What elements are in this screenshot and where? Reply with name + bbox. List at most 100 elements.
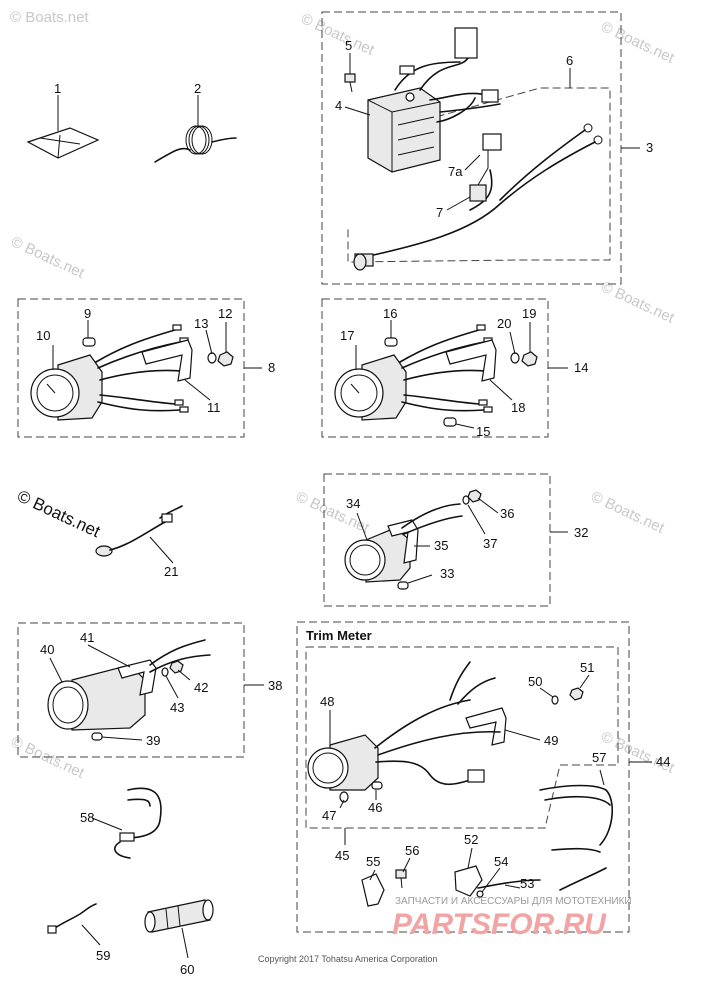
callout-55: 55 [366, 854, 380, 869]
part-6-harness [353, 123, 603, 271]
callout-45: 45 [335, 848, 349, 863]
callout-40: 40 [40, 642, 54, 657]
watermark: © Boats.net [8, 733, 87, 782]
part-38-wires [91, 639, 211, 741]
watermark: © Boats.net [598, 728, 677, 777]
callout-35: 35 [434, 538, 448, 553]
leader-lines [49, 53, 652, 959]
callout-56: 56 [405, 843, 419, 858]
part-44-harness [339, 661, 584, 803]
part-49-bracket [465, 707, 507, 746]
callout-17: 17 [340, 328, 354, 343]
group-box-44 [296, 621, 630, 933]
callout-36: 36 [500, 506, 514, 521]
callout-44: 44 [656, 754, 670, 769]
callout-33: 33 [440, 566, 454, 581]
part-34-gauge [344, 527, 411, 583]
group-box-6 [347, 87, 611, 263]
part-21-sensor-wire [95, 505, 183, 557]
callout-46: 46 [368, 800, 382, 815]
trim-meter-title: Trim Meter [306, 628, 372, 643]
part-9-bulb [82, 337, 96, 347]
watermark: © Boats.net [298, 10, 377, 59]
callout-10: 10 [36, 328, 50, 343]
watermark: © Boats.net [588, 488, 667, 537]
callout-41: 41 [80, 630, 94, 645]
callout-49: 49 [544, 733, 558, 748]
callout-39: 39 [146, 733, 160, 748]
part-10-gauge [30, 354, 103, 421]
shop-logo: ЗАПЧАСТИ И АКСЕССУАРЫ ДЛЯ МОТОТЕХНИКИ PA… [392, 896, 632, 941]
callout-5: 5 [345, 38, 352, 53]
callout-18: 18 [511, 400, 525, 415]
callout-59: 59 [96, 948, 110, 963]
part-7-relay [469, 133, 502, 202]
callout-32: 32 [574, 525, 588, 540]
callout-19: 19 [522, 306, 536, 321]
shop-logo-name: PARTSFOR.RU [392, 908, 607, 941]
part-17-gauge [334, 354, 407, 421]
callout-11: 11 [207, 400, 221, 415]
callouts: 1 2 3 4 5 6 7 7a 8 9 10 11 12 13 14 15 1… [36, 38, 670, 977]
callout-12: 12 [218, 306, 232, 321]
watermark: © Boats.net [598, 18, 677, 67]
group-box-45 [305, 646, 619, 829]
callout-57: 57 [592, 750, 606, 765]
watermark: © Boats.net [598, 278, 677, 327]
callout-54: 54 [494, 854, 508, 869]
part-52-53-54-switch [454, 865, 541, 898]
callout-50: 50 [528, 674, 542, 689]
callout-20: 20 [497, 316, 511, 331]
callout-58: 58 [80, 810, 94, 825]
callout-4: 4 [335, 98, 342, 113]
callout-16: 16 [383, 306, 397, 321]
part-1-pouch [26, 127, 100, 159]
callout-6: 6 [566, 53, 573, 68]
watermark: © Boats.net [8, 233, 87, 282]
part-41-bracket [117, 659, 157, 696]
part-8-harness [95, 324, 191, 413]
callout-14: 14 [574, 360, 588, 375]
callout-51: 51 [580, 660, 594, 675]
part-40-gauge [47, 664, 146, 731]
part-5-bolt [344, 73, 356, 93]
callout-37: 37 [483, 536, 497, 551]
part-48-gauge [307, 734, 379, 791]
callout-15: 15 [476, 424, 490, 439]
part-11-bracket [141, 339, 193, 382]
callout-53: 53 [520, 876, 534, 891]
part-19-20-nuts [510, 351, 538, 367]
part-18-bracket [445, 339, 497, 382]
callout-60: 60 [180, 962, 194, 977]
group-boxes [17, 11, 630, 933]
callout-34: 34 [346, 496, 360, 511]
callout-13: 13 [194, 316, 208, 331]
part-57-harness [539, 784, 614, 891]
callout-3: 3 [646, 140, 653, 155]
callout-7a: 7a [448, 164, 463, 179]
copyright-text: Copyright 2017 Tohatsu America Corporati… [258, 954, 437, 964]
callout-43: 43 [170, 700, 184, 715]
rectifier-wires [394, 27, 501, 123]
group-box-38 [17, 622, 245, 758]
callout-42: 42 [194, 680, 208, 695]
shop-logo-tagline: ЗАПЧАСТИ И АКСЕССУАРЫ ДЛЯ МОТОТЕХНИКИ [395, 896, 632, 907]
part-14-harness [399, 324, 495, 413]
part-32-wires [397, 489, 482, 590]
callout-1: 1 [54, 81, 61, 96]
part-4-rectifier [367, 87, 441, 173]
callout-9: 9 [84, 306, 91, 321]
callout-38: 38 [268, 678, 282, 693]
callout-48: 48 [320, 694, 334, 709]
part-59-wire [47, 903, 97, 934]
part-2-coil [154, 125, 237, 163]
group-box-32 [323, 473, 551, 607]
watermark-dark: © Boats.net [14, 486, 103, 541]
part-60-fitting [144, 899, 214, 933]
watermark: © Boats.net [293, 488, 372, 537]
part-58-connector [114, 787, 162, 859]
callout-52: 52 [464, 832, 478, 847]
part-55-56 [361, 869, 407, 907]
callout-47: 47 [322, 808, 336, 823]
